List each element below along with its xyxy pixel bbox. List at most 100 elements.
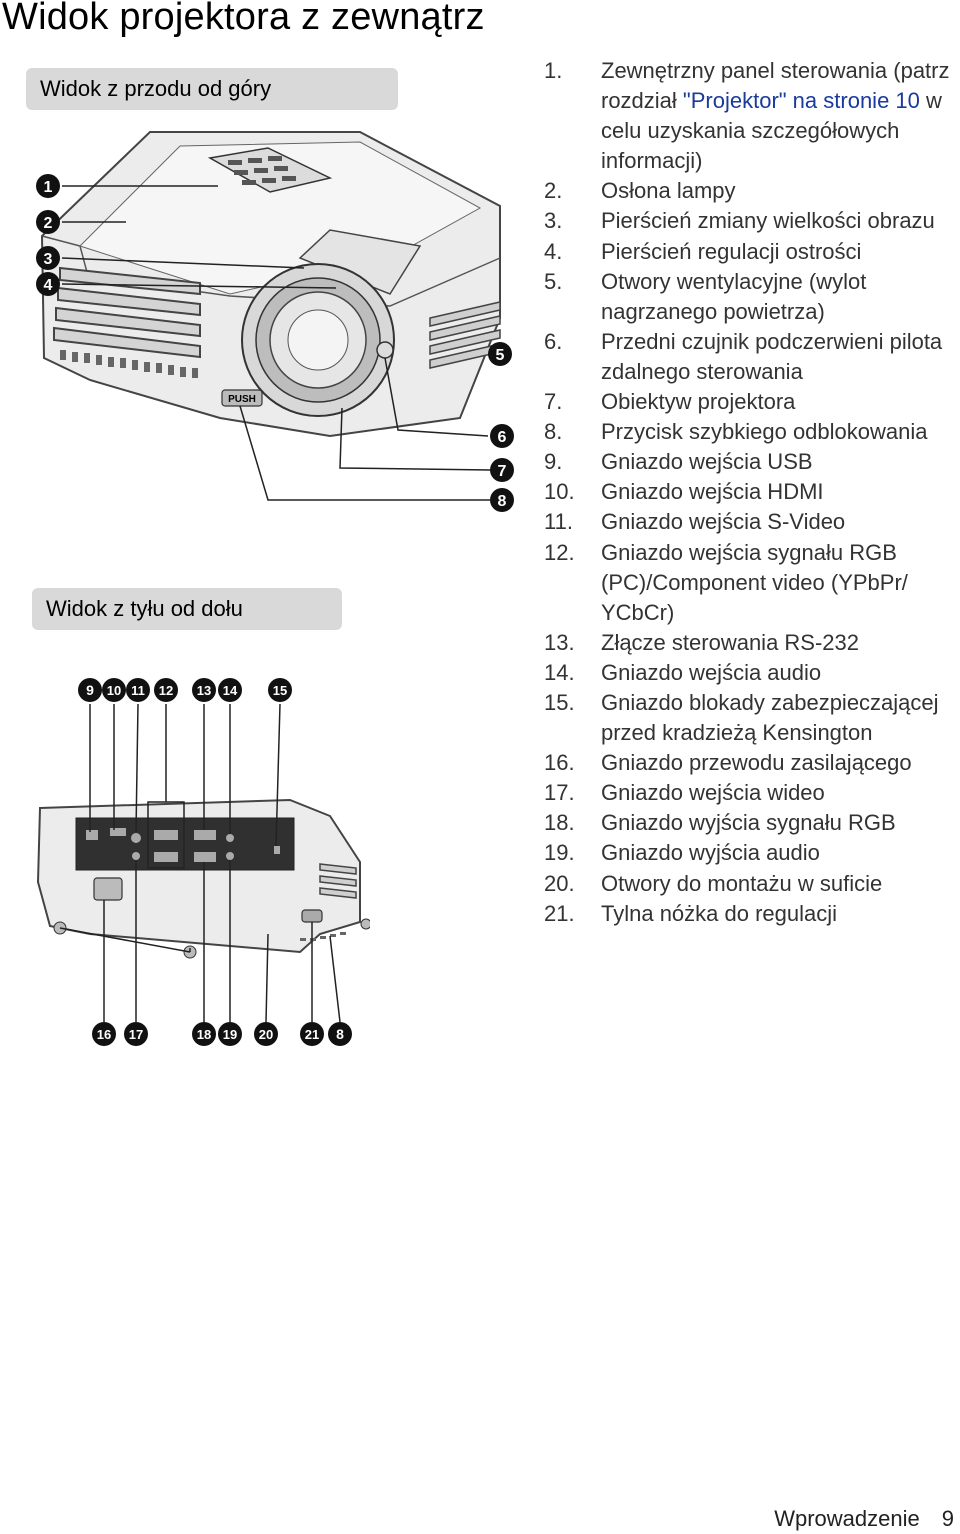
list-item-text: Pierścień zmiany wielkości obrazu (601, 208, 935, 234)
list-item-number: 2. (544, 178, 563, 204)
list-item-text: Gniazdo wejścia audio (601, 659, 822, 685)
front-view-projector-illustration: PUSH 1 2 3 4 5 (36, 131, 514, 512)
list-item-number: 14. (544, 659, 575, 685)
front-view-figure: PUSH 1 2 3 4 5 (30, 118, 530, 518)
list-item-number: 15. (544, 689, 575, 715)
list-item-text: Osłona lampy (601, 178, 736, 204)
list-item: 2. Osłona lampy (544, 176, 960, 206)
footer-section-name: Wprowadzenie (774, 1506, 920, 1531)
callout-badge: 5 (488, 342, 512, 366)
svg-text:10: 10 (107, 683, 121, 698)
list-item-number: 18. (544, 810, 575, 836)
list-item-number: 13. (544, 629, 575, 655)
list-item-text: Gniazdo wejścia HDMI (601, 479, 824, 505)
callout-badge: 4 (36, 272, 60, 296)
callout-badge: 16 (92, 1022, 116, 1046)
list-item: 1. Zewnętrzny panel sterowania (patrz ro… (544, 56, 960, 176)
back-view-figure: 9 10 11 12 13 14 15 16 17 18 19 20 21 8 (30, 672, 370, 1052)
svg-text:3: 3 (44, 251, 53, 268)
svg-text:13: 13 (197, 683, 211, 698)
svg-text:1: 1 (44, 179, 53, 196)
list-item-text: Gniazdo blokady zabezpieczającej przed k… (601, 689, 939, 746)
list-item-number: 1. (544, 58, 563, 83)
svg-text:19: 19 (223, 1027, 237, 1042)
list-item-number: 3. (544, 208, 563, 234)
list-item-text: Gniazdo wejścia USB (601, 449, 813, 475)
list-item-number: 9. (544, 449, 563, 475)
list-item-text: Złącze sterowania RS-232 (601, 629, 860, 655)
list-item-number: 21. (544, 900, 575, 926)
list-item: 10. Gniazdo wejścia HDMI (544, 477, 960, 507)
back-view-projector-illustration: 9 10 11 12 13 14 15 16 17 18 19 20 21 8 (36, 678, 370, 1046)
list-item-text: Gniazdo przewodu zasilającego (601, 750, 912, 776)
svg-text:16: 16 (97, 1027, 111, 1042)
list-item: 20.Otwory do montażu w suficie (544, 869, 960, 899)
section-label-back-view: Widok z tyłu od dołu (32, 588, 342, 630)
list-item: 3. Pierścień zmiany wielkości obrazu (544, 206, 960, 236)
callout-badge: 9 (78, 678, 102, 702)
callout-badge: 20 (254, 1022, 278, 1046)
list-item: 12. Gniazdo wejścia sygnału RGB (PC)/Comp… (544, 538, 960, 628)
list-item-text: Gniazdo wejścia sygnału RGB (PC)/Compone… (601, 539, 908, 625)
svg-text:20: 20 (259, 1027, 273, 1042)
callout-badge: 7 (490, 458, 514, 482)
list-item-text: Zewnętrzny panel sterowania (patrz rozdz… (601, 58, 950, 114)
list-item-number: 6. (544, 328, 563, 354)
page-title: Widok projektora z zewnątrz (2, 0, 485, 38)
list-item: 17. Gniazdo wejścia wideo (544, 778, 960, 808)
svg-text:11: 11 (131, 683, 145, 698)
svg-text:5: 5 (496, 347, 505, 364)
list-item: 5. Otwory wentylacyjne (wylot nagrzanego … (544, 267, 960, 327)
list-item: 19.Gniazdo wyjścia audio (544, 838, 960, 868)
list-item-text: Gniazdo wyjścia audio (601, 840, 820, 866)
svg-text:9: 9 (86, 682, 94, 698)
callout-badge: 8 (328, 1022, 352, 1046)
callout-badge: 15 (268, 678, 292, 702)
list-item-number: 7. (544, 389, 563, 415)
callout-badge: 8 (490, 488, 514, 512)
svg-text:21: 21 (305, 1027, 319, 1042)
callout-badge: 10 (102, 678, 126, 702)
callout-badge: 3 (36, 246, 60, 270)
list-item: 21. Tylna nóżka do regulacji (544, 899, 960, 929)
list-item-text: Otwory do montażu w suficie (601, 870, 883, 896)
list-item-number: 12. (544, 539, 575, 565)
list-item-number: 11. (544, 509, 573, 535)
page-footer: Wprowadzenie 9 (774, 1506, 954, 1532)
list-item-number: 17. (544, 780, 575, 806)
list-item-text: Tylna nóżka do regulacji (601, 900, 838, 926)
list-item-text: Przycisk szybkiego odblokowania (601, 419, 928, 445)
push-button-label: PUSH (228, 394, 256, 405)
list-item-number: 5. (544, 268, 563, 294)
callout-badge: 18 (192, 1022, 216, 1046)
list-item-text: w celu uzyskania szczegółowych informacj… (601, 88, 942, 174)
callout-badge: 1 (36, 174, 60, 198)
cross-reference-link[interactable]: "Projektor" na stronie 10 (682, 88, 920, 114)
svg-text:6: 6 (498, 429, 507, 446)
list-item: 8.Przycisk szybkiego odblokowania (544, 417, 960, 447)
list-item: 16. Gniazdo przewodu zasilającego (544, 748, 960, 778)
list-item-text: Gniazdo wejścia S-Video (601, 509, 846, 535)
list-item-text: Obiektyw projektora (601, 389, 796, 415)
list-item-number: 16. (544, 750, 575, 776)
callout-badge: 2 (36, 210, 60, 234)
callout-badge: 17 (124, 1022, 148, 1046)
list-item: 13. Złącze sterowania RS-232 (544, 628, 960, 658)
callout-badge: 14 (218, 678, 242, 702)
list-item-text: Pierścień regulacji ostrości (601, 238, 862, 264)
list-item: 14. Gniazdo wejścia audio (544, 658, 960, 688)
svg-text:7: 7 (498, 463, 507, 480)
svg-text:18: 18 (197, 1027, 211, 1042)
list-item-number: 10. (544, 479, 575, 505)
list-item-number: 4. (544, 238, 563, 264)
list-item: 15. Gniazdo blokady zabezpieczającej prze… (544, 688, 960, 748)
list-item-text: Gniazdo wejścia wideo (601, 780, 825, 806)
list-item-text: Otwory wentylacyjne (wylot nagrzanego po… (601, 268, 867, 324)
svg-text:4: 4 (44, 277, 53, 294)
page-number: 9 (941, 1506, 954, 1531)
svg-text:17: 17 (129, 1027, 143, 1042)
svg-text:14: 14 (223, 683, 238, 698)
parts-list: 1. Zewnętrzny panel sterowania (patrz ro… (544, 56, 960, 929)
section-label-front-view: Widok z przodu od góry (26, 68, 398, 110)
callout-badge: 21 (300, 1022, 324, 1046)
